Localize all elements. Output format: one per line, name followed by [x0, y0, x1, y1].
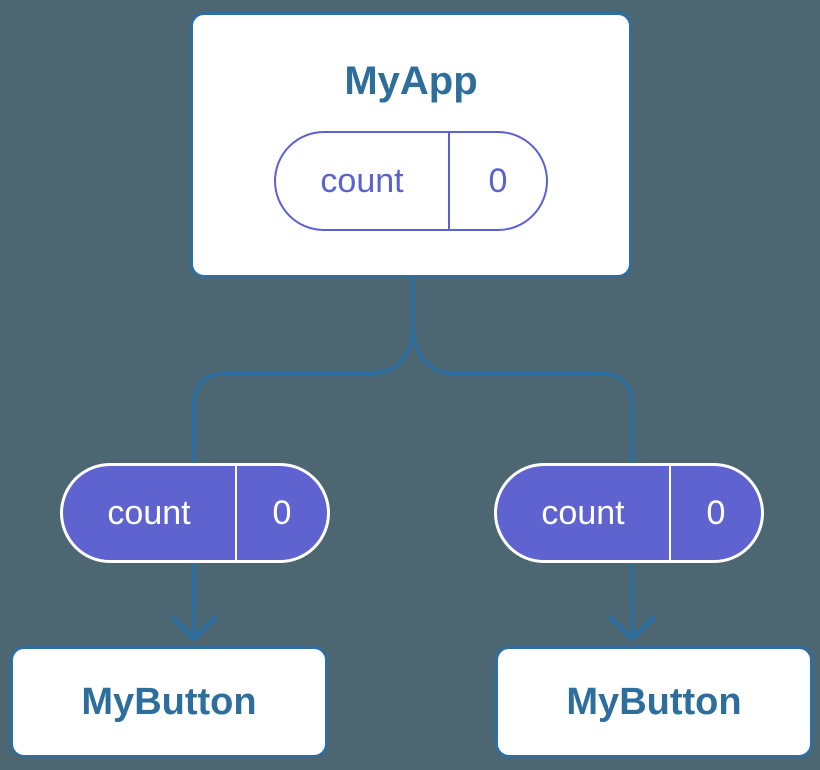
prop-pill-name: count: [63, 466, 237, 560]
connector-right: [411, 278, 634, 636]
prop-pill-name: count: [497, 466, 671, 560]
state-pill: count 0: [274, 131, 548, 231]
root-component-title: MyApp: [344, 59, 478, 103]
state-pill-name: count: [276, 133, 450, 229]
root-component-card: MyApp count 0: [190, 12, 632, 278]
arrow-down-icon: [170, 615, 218, 643]
arrow-down-icon: [608, 615, 656, 643]
prop-pill-left: count 0: [60, 463, 330, 563]
prop-pill-right: count 0: [494, 463, 764, 563]
child-component-title: MyButton: [81, 680, 257, 723]
prop-pill-value: 0: [272, 493, 292, 532]
child-component-card-right: MyButton: [495, 646, 813, 758]
state-pill-value: 0: [488, 161, 508, 200]
child-component-title: MyButton: [566, 680, 742, 723]
prop-pill-value: 0: [706, 493, 726, 532]
connector-left: [192, 278, 415, 636]
child-component-card-left: MyButton: [10, 646, 328, 758]
